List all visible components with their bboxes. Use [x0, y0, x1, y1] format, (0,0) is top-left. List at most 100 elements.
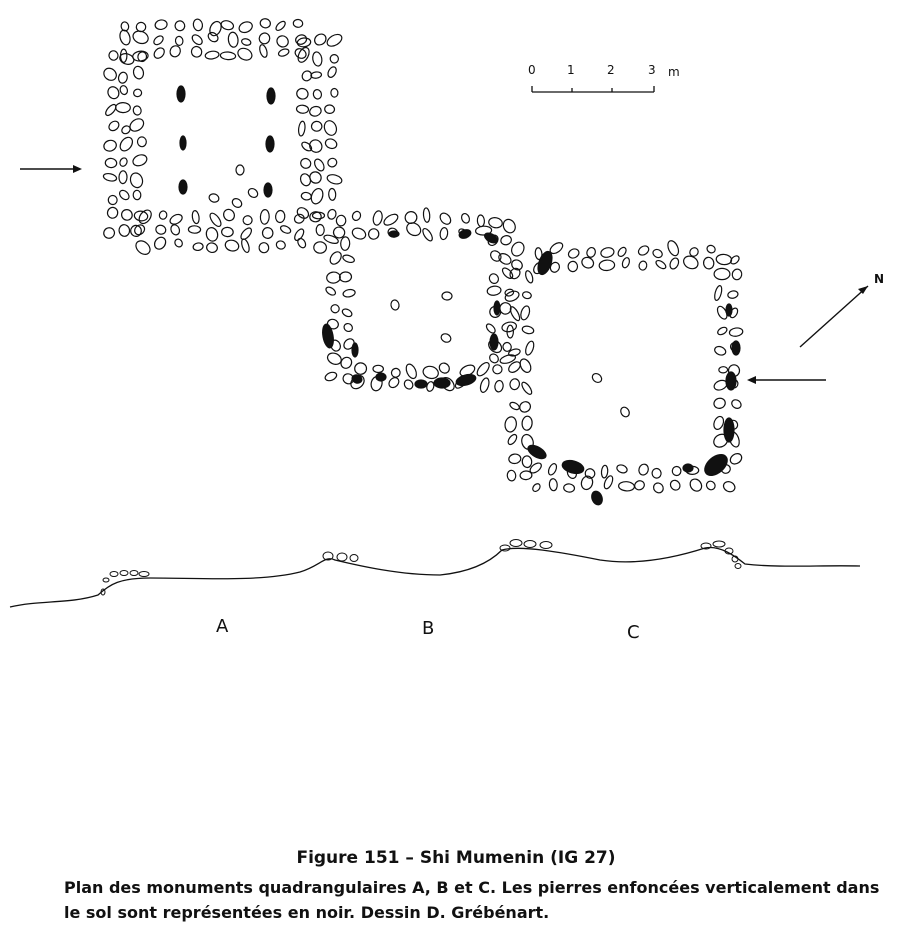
- upright-stone: [527, 444, 547, 460]
- stone: [258, 32, 271, 45]
- stone: [718, 366, 729, 374]
- stone: [205, 227, 219, 242]
- stone: [310, 120, 323, 132]
- upright-stone: [458, 229, 472, 239]
- stone-group: [102, 18, 744, 506]
- stone: [342, 288, 356, 298]
- stone: [521, 291, 532, 300]
- stone: [169, 45, 181, 58]
- stone: [277, 48, 290, 57]
- stone: [591, 372, 603, 384]
- stone: [504, 416, 517, 433]
- stone: [119, 189, 130, 201]
- north-label: N: [874, 272, 884, 286]
- stone: [119, 29, 131, 46]
- stone: [118, 224, 131, 237]
- stone: [231, 198, 243, 208]
- stone: [132, 50, 149, 62]
- stone: [190, 45, 203, 58]
- stone: [728, 327, 744, 337]
- stone: [509, 267, 521, 280]
- stone: [332, 226, 346, 239]
- stone: [372, 210, 383, 226]
- upright-stone: [682, 463, 694, 473]
- stone: [351, 210, 362, 221]
- stone: [274, 209, 286, 224]
- scale-tick-3: 3: [648, 63, 656, 77]
- figure-caption-title: Figure 151 – Shi Mumenin (IG 27): [296, 848, 616, 868]
- stone: [314, 33, 327, 46]
- scale-tick-2: 2: [607, 63, 615, 77]
- stone: [174, 35, 184, 46]
- stone: [476, 214, 486, 228]
- stone: [488, 273, 500, 284]
- stone: [117, 71, 128, 84]
- stone: [174, 238, 183, 248]
- stone: [441, 291, 453, 301]
- stone: [727, 290, 739, 299]
- stone: [259, 44, 268, 58]
- stone: [221, 226, 234, 238]
- stone: [519, 470, 533, 481]
- profile-section: A B C: [9, 539, 861, 643]
- stone: [133, 88, 143, 98]
- stone: [295, 104, 310, 114]
- stone: [292, 18, 304, 28]
- upright-stone: [591, 490, 603, 506]
- site-plan-drawing: 0 1 2 3 m N: [9, 18, 884, 643]
- stone: [297, 237, 307, 249]
- upright-stone: [725, 371, 737, 391]
- stone: [329, 251, 342, 265]
- upright-stone: [484, 232, 498, 244]
- upright-stone: [455, 373, 477, 387]
- stone: [187, 225, 202, 234]
- upright-stone: [176, 85, 186, 103]
- stone: [296, 207, 310, 219]
- stone: [297, 120, 306, 137]
- stone: [722, 481, 736, 493]
- stone: [191, 34, 203, 46]
- stone: [108, 50, 119, 61]
- entrance-arrow-right: [747, 376, 826, 384]
- stone: [338, 271, 353, 283]
- stone: [586, 246, 596, 258]
- stone: [105, 103, 117, 117]
- stone: [683, 255, 699, 270]
- upright-stone: [489, 333, 499, 351]
- stone: [209, 212, 222, 227]
- stone: [652, 248, 663, 259]
- stone: [208, 193, 220, 203]
- stone: [135, 240, 151, 255]
- upright-stone: [537, 250, 553, 276]
- stone: [390, 367, 401, 378]
- stone: [730, 255, 740, 265]
- stone: [502, 341, 512, 352]
- stone: [326, 271, 341, 284]
- stone: [439, 212, 452, 225]
- stone: [521, 381, 533, 395]
- stone: [511, 241, 525, 257]
- stone: [620, 406, 630, 418]
- stone: [294, 48, 307, 59]
- stone: [327, 208, 337, 220]
- stone: [422, 227, 433, 242]
- stone: [119, 157, 128, 167]
- stone: [438, 362, 450, 374]
- stone: [311, 211, 326, 220]
- stone: [169, 213, 183, 225]
- stone: [313, 158, 325, 172]
- stone: [406, 222, 422, 237]
- stone: [506, 469, 517, 482]
- stone: [313, 241, 327, 254]
- stone: [107, 86, 120, 100]
- stone: [422, 207, 431, 223]
- stone: [155, 224, 167, 235]
- stone: [669, 479, 681, 491]
- stone: [669, 257, 680, 270]
- stone: [335, 214, 347, 227]
- stone: [476, 361, 490, 377]
- stone: [310, 187, 324, 205]
- stone: [174, 20, 186, 32]
- stone: [309, 139, 323, 153]
- stone: [330, 87, 339, 98]
